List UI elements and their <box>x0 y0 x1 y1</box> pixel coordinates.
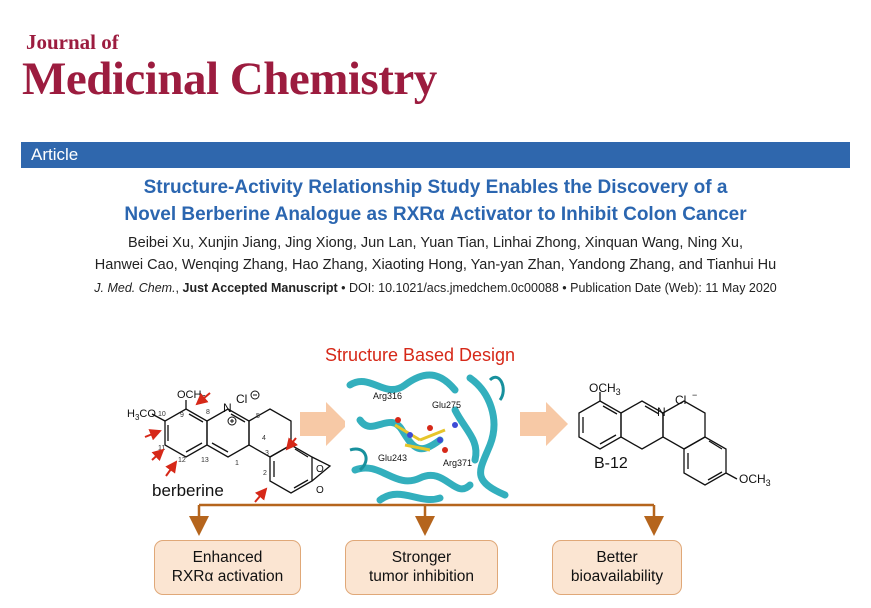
atom-number-3: 3 <box>265 450 269 457</box>
berberine-name: berberine <box>152 481 224 500</box>
atom-number-2: 2 <box>263 470 267 477</box>
b12-structure <box>578 392 738 486</box>
citation-line: J. Med. Chem., Just Accepted Manuscript … <box>94 281 777 295</box>
atom-number-9: 9 <box>180 412 184 419</box>
journal-name-line2: Medicinal Chemistry <box>22 53 437 105</box>
journal-name-line1: Journal of <box>26 30 119 54</box>
outcome-branches <box>189 503 664 536</box>
atom-number-5: 5 <box>256 413 260 420</box>
atom-number-10: 10 <box>158 411 166 418</box>
atom-number-4: 4 <box>262 435 266 442</box>
outcome-box-tumor: Stronger tumor inhibition <box>345 540 498 595</box>
modification-arrows <box>144 392 298 503</box>
paper-title-line1[interactable]: Structure-Activity Relationship Study En… <box>143 177 728 198</box>
b12-chloride: Cl <box>675 393 686 407</box>
residue-arg371: Arg371 <box>443 458 472 468</box>
b12-och3-top: OCH3 <box>589 381 621 397</box>
outcome-line1: Better <box>596 549 638 566</box>
svg-text:−: − <box>692 390 697 400</box>
outcome-box-activation: Enhanced RXRα activation <box>154 540 301 595</box>
doi-and-date[interactable]: • DOI: 10.1021/acs.jmedchem.0c00088 • Pu… <box>337 281 777 295</box>
design-title: Structure Based Design <box>324 345 516 365</box>
outcome-box-bioavailability: Better bioavailability <box>552 540 682 595</box>
b12-labels: OCH3 N Cl − OCH3 B-12 <box>589 381 771 488</box>
authors-line2: Hanwei Cao, Wenqing Zhang, Hao Zhang, Xi… <box>94 257 777 273</box>
b12-name: B-12 <box>594 455 628 472</box>
section-bar: Article <box>21 142 850 168</box>
protein-docking-image: Arg316 Glu275 Glu243 Arg371 <box>345 371 513 507</box>
outcome-line1: Enhanced <box>192 549 263 566</box>
atom-number-1: 1 <box>235 460 239 467</box>
outcome-line1: Stronger <box>391 549 452 566</box>
arrow-to-b12 <box>520 402 568 446</box>
atom-number-8: 8 <box>206 409 210 416</box>
berberine-h3co-left: H3CO <box>127 408 156 422</box>
residue-arg316: Arg316 <box>373 391 402 401</box>
atom-number-11: 11 <box>158 445 165 452</box>
manuscript-status: Just Accepted Manuscript <box>182 281 338 295</box>
b12-och3-bottom: OCH3 <box>739 472 771 488</box>
outcome-line2: RXRα activation <box>171 568 284 585</box>
journal-abbrev: J. Med. Chem. <box>94 281 176 295</box>
residue-glu275: Glu275 <box>432 400 461 410</box>
residue-glu243: Glu243 <box>378 453 407 463</box>
arrow-to-protein <box>300 402 348 446</box>
svg-text:O: O <box>316 464 324 475</box>
authors-line1: Beibei Xu, Xunjin Jiang, Jing Xiong, Jun… <box>127 235 744 251</box>
atom-number-13: 13 <box>201 457 209 464</box>
outcome-line2: bioavailability <box>570 568 664 585</box>
outcome-line2: tumor inhibition <box>368 568 475 585</box>
graphical-abstract: OCH3 H3CO N Cl O O 9 10 11 12 13 8 5 4 3… <box>127 371 771 536</box>
svg-text:O: O <box>316 485 324 496</box>
paper-title-line2[interactable]: Novel Berberine Analogue as RXRα Activat… <box>124 204 747 225</box>
atom-number-12: 12 <box>178 457 186 464</box>
berberine-labels: OCH3 H3CO N Cl O O 9 10 11 12 13 8 5 4 3… <box>127 389 324 503</box>
berberine-chloride: Cl <box>236 392 247 406</box>
berberine-nitrogen: N <box>223 401 232 415</box>
b12-nitrogen: N <box>657 405 666 419</box>
